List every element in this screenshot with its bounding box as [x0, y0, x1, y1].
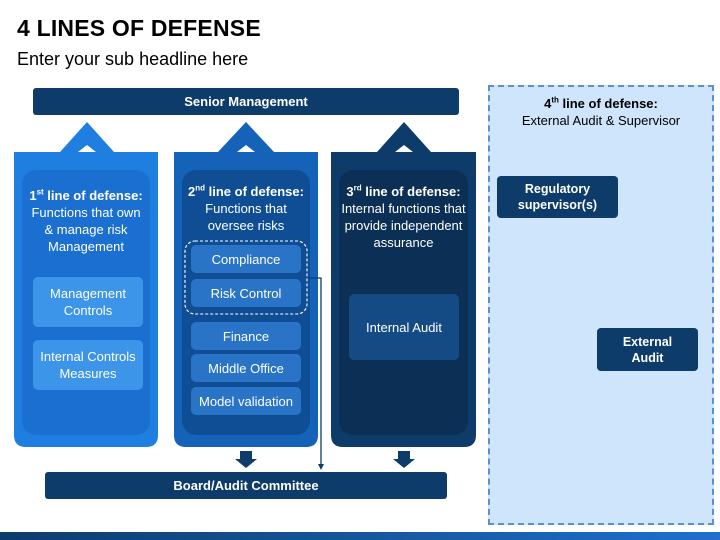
internal-controls-label: Internal Controls Measures	[40, 349, 136, 381]
management-controls-label: Management Controls	[50, 286, 126, 318]
page-subtitle: Enter your sub headline here	[17, 49, 249, 69]
management-controls-box: Management Controls	[33, 277, 143, 327]
fourth-line-panel	[488, 85, 714, 525]
page-title: 4 LINES OF DEFENSE	[17, 15, 261, 41]
column-3-heading: line of defense:	[361, 184, 461, 199]
risk-control-box: Risk Control	[191, 279, 301, 307]
column-1-header: 1st line of defense: Functions that own …	[22, 187, 150, 255]
compliance-label: Compliance	[211, 251, 281, 267]
model-validation-box: Model validation	[191, 387, 301, 415]
regulatory-supervisor-label: Regulatory supervisor(s)	[517, 182, 598, 212]
column-4-heading: line of defense:	[558, 96, 658, 111]
dashed-group	[184, 240, 308, 315]
senior-management-label: Senior Management	[184, 94, 308, 109]
internal-audit-box: Internal Audit	[349, 294, 459, 360]
column-2-number: 2	[188, 184, 196, 199]
regulatory-supervisor-box: Regulatory supervisor(s)	[497, 176, 618, 218]
external-audit-label: External Audit	[622, 334, 673, 365]
bottom-strip	[0, 532, 720, 540]
compliance-box: Compliance	[191, 245, 301, 273]
risk-control-label: Risk Control	[210, 285, 282, 301]
finance-label: Finance	[222, 328, 270, 344]
connector-arrowhead	[318, 464, 324, 470]
column-3-number: 3	[346, 184, 354, 199]
column-4-number: 4	[544, 96, 552, 111]
connector-line	[308, 277, 322, 467]
column-1-number: 1	[29, 188, 37, 203]
column-3-header: 3rd line of defense: Internal functions …	[339, 183, 468, 251]
finance-box: Finance	[191, 322, 301, 350]
board-audit-committee-label: Board/Audit Committee	[173, 478, 319, 493]
column-3-description: Internal functions that provide independ…	[341, 201, 466, 250]
column-2-heading: line of defense:	[205, 184, 304, 199]
column-2-ordinal: nd	[195, 183, 206, 193]
external-audit-box: External Audit	[597, 328, 698, 371]
column-1-description: Functions that own & manage risk Managem…	[31, 205, 141, 254]
down-arrow-3	[393, 451, 415, 468]
column-1-heading: line of defense:	[43, 188, 143, 203]
column-4-header: 4th line of defense: External Audit & Su…	[496, 95, 706, 129]
column-1-arrow-tip	[78, 145, 96, 152]
column-3-ordinal: rd	[353, 183, 362, 193]
column-3-arrow-tip	[395, 145, 413, 152]
column-4-description: External Audit & Supervisor	[521, 113, 681, 128]
column-4-ordinal: th	[551, 95, 559, 105]
column-2-arrow-tip	[237, 145, 255, 152]
middle-office-box: Middle Office	[191, 354, 301, 382]
column-2-header: 2nd line of defense: Functions that over…	[182, 183, 310, 234]
model-validation-label: Model validation	[199, 393, 293, 409]
internal-controls-box: Internal Controls Measures	[33, 340, 143, 390]
column-2-description: Functions that oversee risks	[205, 201, 287, 233]
column-1-ordinal: st	[36, 187, 44, 197]
internal-audit-label: Internal Audit	[366, 319, 442, 335]
senior-management-bar: Senior Management	[33, 88, 459, 115]
down-arrow-1	[235, 451, 257, 468]
middle-office-label: Middle Office	[208, 360, 284, 376]
board-audit-committee-bar: Board/Audit Committee	[45, 472, 447, 499]
